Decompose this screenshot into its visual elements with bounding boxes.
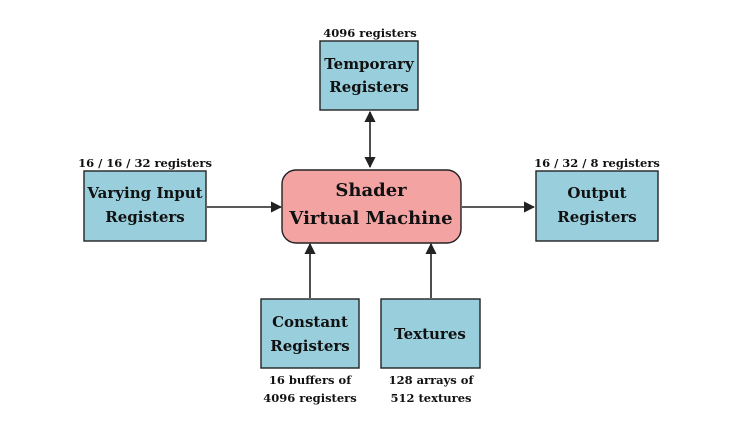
varying-input-label-line2: Registers <box>105 208 184 226</box>
constant-label-line1: Constant <box>272 313 348 331</box>
varying-input-registers-node: 16 / 16 / 32 registers Varying Input Reg… <box>78 156 212 242</box>
temporary-label-line1: Temporary <box>324 55 415 73</box>
constant-registers-node: Constant Registers 16 buffers of 4096 re… <box>260 298 360 405</box>
temporary-caption: 4096 registers <box>323 26 416 40</box>
shader-virtual-machine-box <box>281 169 462 244</box>
shader-virtual-machine-node: Shader Virtual Machine <box>281 169 462 244</box>
output-caption: 16 / 32 / 8 registers <box>534 156 660 170</box>
varying-input-registers-box <box>83 170 207 242</box>
shader-label-line1: Shader <box>335 180 407 201</box>
output-registers-node: 16 / 32 / 8 registers Output Registers <box>534 156 660 242</box>
temporary-registers-node: 4096 registers Temporary Registers <box>319 26 419 111</box>
textures-node: Textures 128 arrays of 512 textures <box>380 298 481 405</box>
varying-input-label-line1: Varying Input <box>86 184 202 202</box>
output-registers-box <box>535 170 659 242</box>
constant-caption-line2: 4096 registers <box>263 391 356 405</box>
constant-caption-line1: 16 buffers of <box>269 373 352 387</box>
textures-label: Textures <box>394 325 466 343</box>
shader-label-line2: Virtual Machine <box>288 208 452 229</box>
output-label-line2: Registers <box>557 208 636 226</box>
connectors <box>207 110 536 298</box>
varying-input-caption: 16 / 16 / 32 registers <box>78 156 212 170</box>
textures-caption-line1: 128 arrays of <box>389 373 475 387</box>
temporary-label-line2: Registers <box>329 78 408 96</box>
temporary-registers-box <box>319 40 419 111</box>
textures-box <box>380 298 481 369</box>
constant-registers-box <box>260 298 360 369</box>
output-label-line1: Output <box>567 184 626 202</box>
constant-label-line2: Registers <box>270 337 349 355</box>
textures-caption-line2: 512 textures <box>390 391 471 405</box>
